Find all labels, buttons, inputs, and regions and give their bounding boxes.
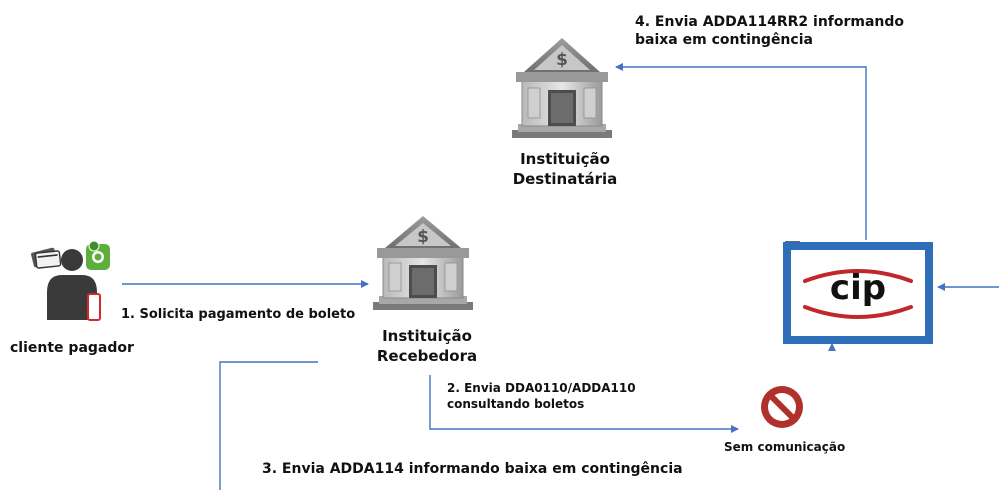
arrow-step3 bbox=[219, 361, 318, 490]
step1-label: 1. Solicita pagamento de boleto bbox=[121, 307, 356, 322]
cip-logo-box bbox=[783, 241, 933, 344]
arrow-step4 bbox=[615, 63, 867, 240]
receiver-bank-icon: $ bbox=[373, 216, 473, 310]
step2-label: 2. Envia DDA0110/ADDA110 consultando bol… bbox=[447, 381, 636, 411]
prohibited-icon bbox=[761, 386, 803, 428]
arrow-step2 bbox=[429, 375, 739, 433]
step3-label: 3. Envia ADDA114 informando baixa em con… bbox=[262, 461, 683, 477]
no-communication-label: Sem comunicação bbox=[724, 440, 846, 454]
destination-institution-label: Instituição Destinatária bbox=[512, 150, 618, 188]
payer-label: cliente pagador bbox=[10, 340, 134, 356]
customer-icon bbox=[31, 240, 110, 321]
destination-bank-icon: $ bbox=[512, 38, 612, 138]
svg-text:$: $ bbox=[556, 50, 568, 70]
svg-text:$: $ bbox=[417, 227, 429, 247]
cip-logo-text: cip bbox=[829, 268, 887, 308]
step4-label: 4. Envia ADDA114RR2 informando baixa em … bbox=[635, 14, 905, 49]
receiver-institution-label: Instituição Recebedora bbox=[376, 327, 478, 365]
